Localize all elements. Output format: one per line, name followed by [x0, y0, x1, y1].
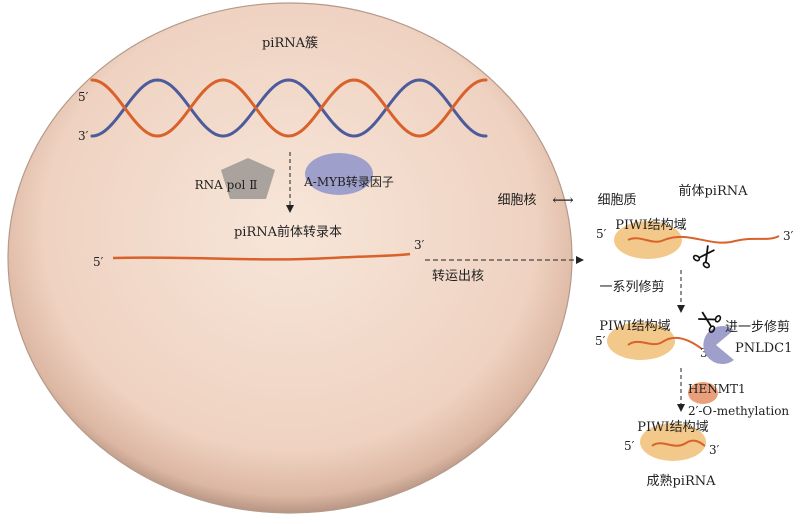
piwi-domain-label-2: PIWI结构域	[599, 319, 670, 334]
pirna-cluster-label: piRNA簇	[262, 36, 318, 51]
further-trim-label: 进一步修剪	[725, 319, 790, 335]
mature-pirna-label: 成熟piRNA	[646, 473, 716, 489]
mature-pirna-strand	[651, 439, 706, 447]
henmt1-label: HENMT1	[688, 382, 746, 396]
stage2-5prime-label: 5′	[595, 334, 606, 348]
piwi-domain-shape-2	[607, 322, 675, 360]
trimmed-pirna-strand	[627, 337, 703, 350]
pirna-precursor-transcript	[112, 252, 411, 261]
cytoplasm-label: 细胞质	[597, 193, 636, 208]
stage1-5prime-label: 5′	[596, 227, 607, 241]
methylation-label: 2′-O-methylation	[688, 404, 789, 418]
transcript-5prime-label: 5′	[93, 255, 104, 269]
piwi-domain-label-3: PIWI结构域	[637, 420, 708, 435]
dna-5prime-label: 5′	[78, 90, 89, 104]
henmt1-shape	[688, 382, 718, 404]
scissors-icon	[692, 245, 715, 269]
pnldc1-label: PNLDC1	[735, 341, 792, 356]
rna-pol-ii-shape	[221, 158, 275, 199]
scissors-icon	[698, 311, 722, 333]
stage1-3prime-label: 3′	[783, 229, 794, 243]
dna-strand-orange	[90, 78, 488, 138]
a-myb-shape	[305, 153, 373, 195]
stage3-5prime-label: 5′	[624, 439, 635, 453]
transcript-label: piRNA前体转录本	[234, 224, 342, 240]
piwi-domain-shape-3	[640, 423, 706, 461]
pre-pirna-strand	[627, 235, 780, 244]
trimming-label: 一系列修剪	[599, 279, 664, 295]
pre-pirna-label: 前体piRNA	[678, 183, 748, 199]
dna-3prime-label: 3′	[78, 129, 89, 143]
piwi-domain-label-1: PIWI结构域	[615, 218, 686, 233]
pnldc1-shape	[703, 325, 734, 364]
dna-strand-blue	[90, 78, 488, 138]
transcript-3prime-label: 3′	[414, 238, 425, 252]
nucleus-label: 细胞核	[497, 193, 536, 208]
stage3-3prime-label: 3′	[709, 443, 720, 457]
rna-pol-ii-label: RNA pol Ⅱ	[195, 178, 258, 192]
a-myb-label: A-MYB转录因子	[303, 174, 394, 189]
nucleus-cytoplasm-arrow-icon: ⟷	[552, 191, 574, 209]
nuclear-export-label: 转运出核	[432, 269, 484, 284]
